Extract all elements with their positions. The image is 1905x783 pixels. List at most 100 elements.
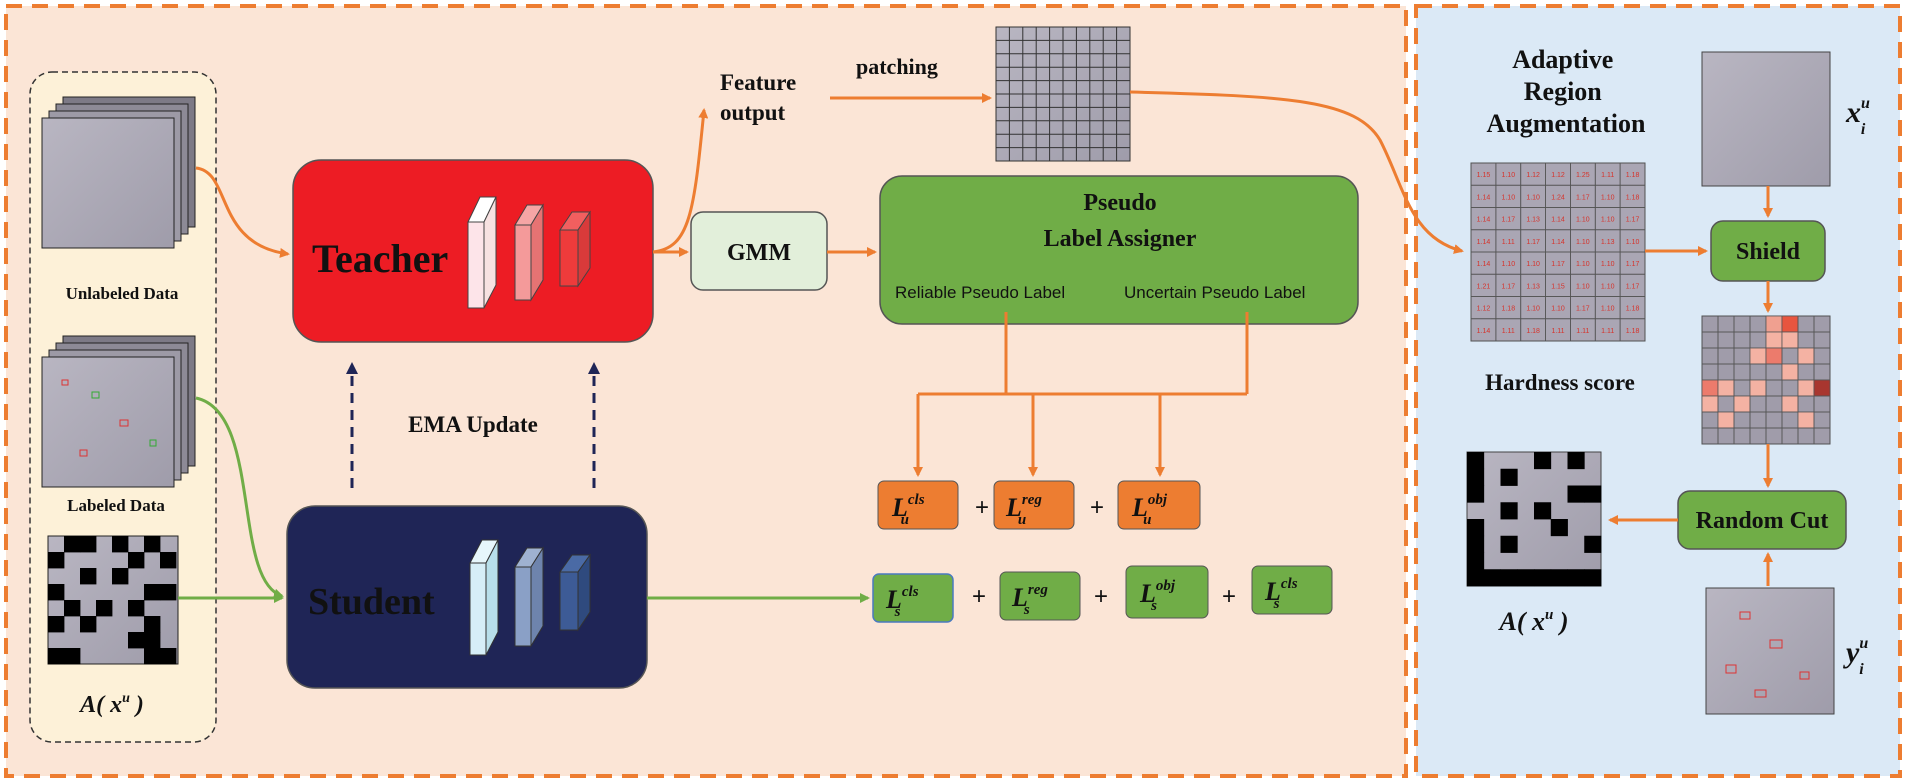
hardness-value: 1.11 xyxy=(1601,328,1614,335)
hardness-value: 1.17 xyxy=(1626,217,1640,224)
plus-sup-2: + xyxy=(1094,583,1108,610)
arrow-unlabeled-to-teacher xyxy=(195,166,290,258)
aug-label-left: A( xu ) xyxy=(78,691,144,718)
feature-output-label: Feature output xyxy=(720,70,802,125)
shield-label: Shield xyxy=(1736,239,1801,265)
hardness-value: 1.13 xyxy=(1526,217,1540,224)
region-aug-title: Adaptive Region Augmentation xyxy=(1487,45,1646,138)
student-label: Student xyxy=(308,581,435,623)
plus-unsup-2: + xyxy=(1090,494,1104,521)
hardness-value: 1.10 xyxy=(1526,261,1540,268)
hardness-value: 1.10 xyxy=(1501,172,1515,179)
hardness-value: 1.17 xyxy=(1551,261,1565,268)
hardness-value: 1.12 xyxy=(1526,172,1540,179)
hardness-value: 1.18 xyxy=(1501,306,1515,313)
augmented-mask-right xyxy=(1467,452,1602,587)
teacher-network-icon xyxy=(467,196,591,309)
ema-update-label: EMA Update xyxy=(408,412,538,437)
hardness-value: 1.10 xyxy=(1551,306,1565,313)
plus-sup-1: + xyxy=(972,583,986,610)
arrow-labeled-to-student xyxy=(195,396,284,599)
assigner-title-line2: Label Assigner xyxy=(1044,226,1197,252)
hardness-score-label: Hardness score xyxy=(1485,370,1635,395)
hardness-value: 1.14 xyxy=(1477,261,1491,268)
assigner-title-line1: Pseudo xyxy=(1083,190,1156,216)
hardness-value: 1.10 xyxy=(1501,194,1515,201)
hardness-value: 1.10 xyxy=(1601,283,1615,290)
reliable-pseudo-label: Reliable Pseudo Label xyxy=(895,283,1065,302)
hardness-value: 1.14 xyxy=(1551,217,1565,224)
heatmap-cells xyxy=(1701,315,1831,445)
hardness-value: 1.14 xyxy=(1477,328,1491,335)
hardness-value: 1.10 xyxy=(1626,239,1640,246)
hardness-value: 1.15 xyxy=(1477,172,1491,179)
hardness-value: 1.10 xyxy=(1501,261,1515,268)
hardness-value: 1.17 xyxy=(1576,194,1590,201)
hardness-value: 1.10 xyxy=(1601,194,1615,201)
pseudo-label-assigner-box xyxy=(879,175,1359,325)
hardness-value: 1.21 xyxy=(1477,283,1491,290)
hardness-value: 1.18 xyxy=(1626,306,1640,313)
hardness-value: 1.14 xyxy=(1477,194,1491,201)
hardness-value: 1.18 xyxy=(1626,194,1640,201)
unlabeled-sample-image xyxy=(1701,51,1831,187)
left-panel xyxy=(4,4,1408,778)
hardness-value: 1.13 xyxy=(1601,239,1615,246)
hardness-value: 1.17 xyxy=(1526,239,1540,246)
hardness-value: 1.17 xyxy=(1501,217,1515,224)
hardness-value: 1.10 xyxy=(1601,306,1615,313)
hardness-value: 1.17 xyxy=(1576,306,1590,313)
hardness-value: 1.10 xyxy=(1526,194,1540,201)
teacher-label: Teacher xyxy=(312,236,448,281)
unlabeled-data-label: Unlabeled Data xyxy=(66,284,179,303)
hardness-value: 1.10 xyxy=(1601,261,1615,268)
hardness-value: 1.11 xyxy=(1502,239,1515,246)
aug-label-right: A( xu ) xyxy=(1497,607,1568,636)
hardness-value: 1.17 xyxy=(1501,283,1515,290)
hardness-value: 1.17 xyxy=(1626,261,1640,268)
labeled-sample-image xyxy=(1705,587,1835,715)
hardness-value: 1.14 xyxy=(1477,239,1491,246)
hardness-value: 1.13 xyxy=(1526,283,1540,290)
student-network-icon xyxy=(469,539,591,656)
arrow-teacher-to-feature xyxy=(652,108,709,254)
hardness-value: 1.25 xyxy=(1576,172,1590,179)
labeled-sample-boxes xyxy=(1725,611,1810,698)
labeled-data-label: Labeled Data xyxy=(67,496,165,515)
hardness-value: 1.17 xyxy=(1626,283,1640,290)
hardness-value: 1.11 xyxy=(1551,328,1564,335)
random-cut-label: Random Cut xyxy=(1696,508,1829,534)
hardness-value: 1.10 xyxy=(1576,217,1590,224)
augmented-mask-left xyxy=(48,536,177,665)
hardness-value: 1.10 xyxy=(1526,306,1540,313)
hardness-value: 1.14 xyxy=(1551,239,1565,246)
plus-sup-3: + xyxy=(1222,583,1236,610)
hardness-value: 1.24 xyxy=(1551,194,1565,201)
hardness-value: 1.18 xyxy=(1626,328,1640,335)
hardness-score-grid: 1.15 1.10 1.12 1.12 1.25 1.11 1.18 1.14 1.10 1.10… xyxy=(1470,162,1646,342)
gmm-label: GMM xyxy=(727,240,791,266)
hardness-value: 1.11 xyxy=(1502,328,1515,335)
plus-unsup-1: + xyxy=(975,494,989,521)
arrow-patches-to-region-aug xyxy=(1129,90,1464,254)
hardness-value: 1.12 xyxy=(1477,306,1491,313)
hardness-value: 1.14 xyxy=(1477,217,1491,224)
hardness-value: 1.10 xyxy=(1601,217,1615,224)
